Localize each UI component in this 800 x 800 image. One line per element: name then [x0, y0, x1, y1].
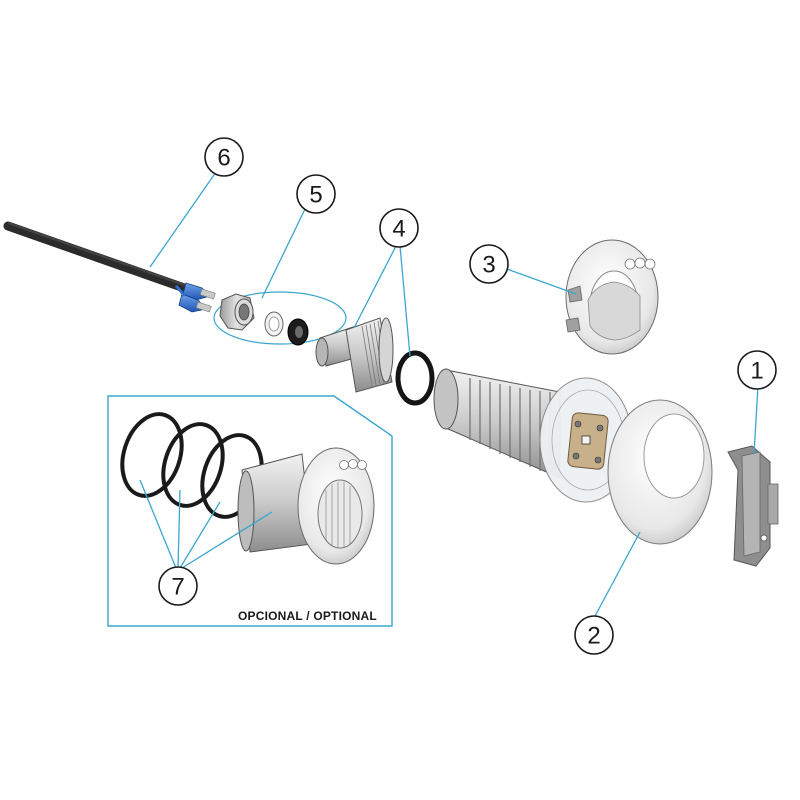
callout-number: 1 — [750, 358, 763, 385]
o-ring — [395, 350, 435, 406]
gland-nut — [219, 293, 255, 331]
clip — [727, 445, 779, 567]
front-cover — [607, 399, 713, 545]
lamp-body — [433, 368, 633, 503]
rubber-seal — [287, 318, 309, 346]
callout-number: 5 — [309, 182, 322, 209]
optional-niche — [237, 447, 375, 565]
callout-2: 2 — [574, 615, 614, 655]
led-module — [567, 412, 609, 470]
spade-connector — [178, 293, 212, 313]
callout-7: 7 — [158, 566, 198, 606]
callout-1: 1 — [737, 350, 777, 390]
callout-number: 6 — [217, 145, 230, 172]
cable — [3, 221, 195, 295]
optional-box: OPCIONAL / OPTIONAL — [107, 395, 393, 627]
flange-ring — [565, 239, 659, 355]
callout-number: 7 — [171, 574, 184, 601]
spade-connector — [182, 282, 216, 301]
optional-o-ring — [161, 422, 225, 508]
callout-4: 4 — [379, 208, 419, 248]
cable-assembly — [3, 221, 216, 313]
callout-number: 3 — [482, 252, 495, 279]
optional-o-ring — [120, 412, 184, 498]
optional-label: OPCIONAL / OPTIONAL — [238, 609, 377, 623]
callout-number: 4 — [392, 216, 405, 243]
washer — [264, 311, 284, 337]
callout-number: 2 — [587, 623, 600, 650]
callout-6: 6 — [204, 137, 244, 177]
callout-3: 3 — [469, 244, 509, 284]
threaded-fitting — [315, 317, 394, 393]
leader-lines — [139, 171, 759, 619]
cable-gland-set — [213, 291, 347, 346]
callout-5: 5 — [296, 174, 336, 214]
